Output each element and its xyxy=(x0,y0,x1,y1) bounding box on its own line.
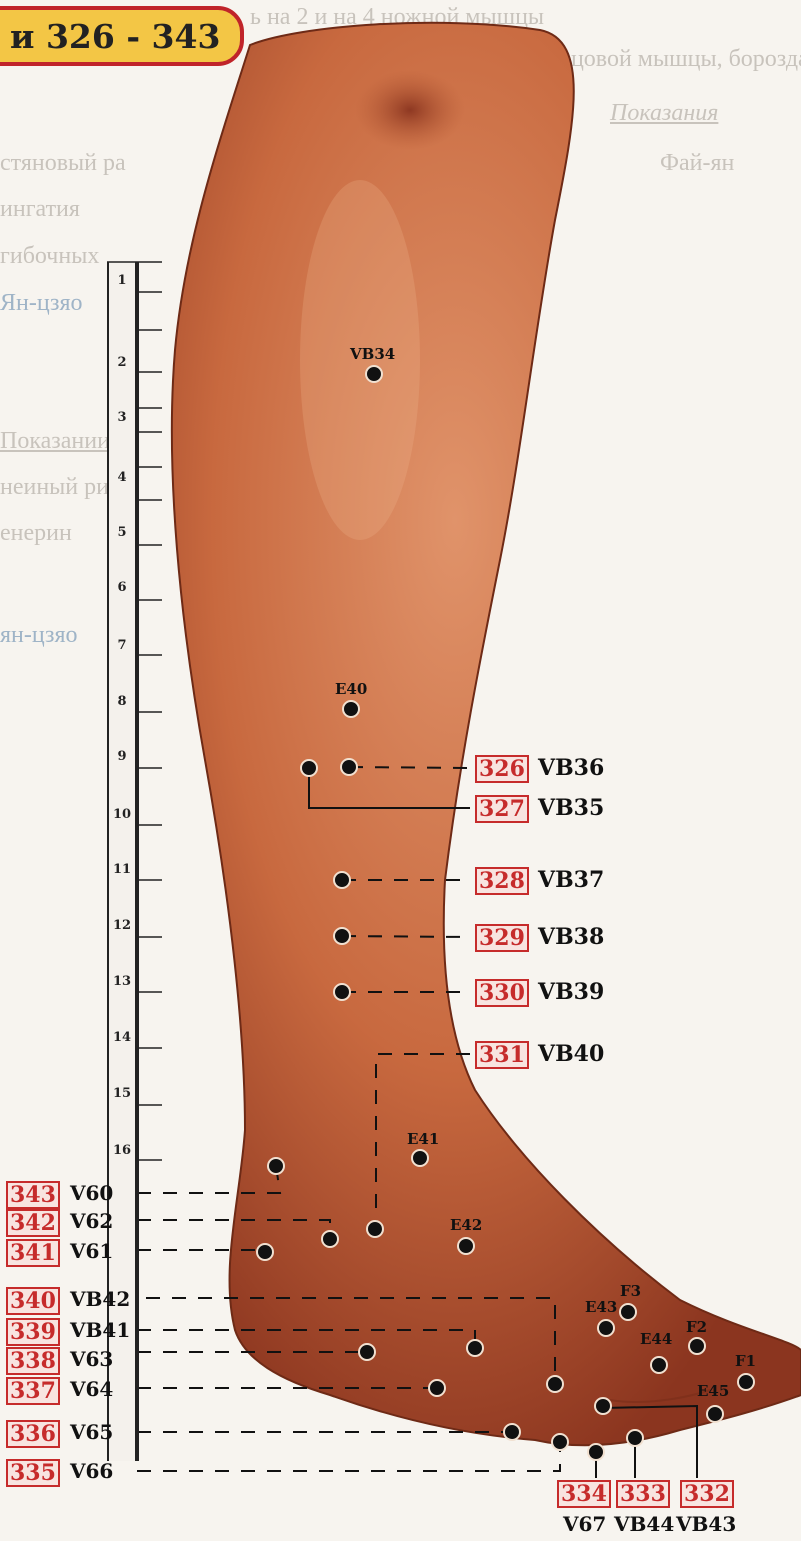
acupoint-dot[interactable] xyxy=(597,1319,615,1337)
point-label: VB34 xyxy=(350,345,395,363)
acupoint-dot[interactable] xyxy=(551,1433,569,1451)
point-code: VB43 xyxy=(676,1510,736,1538)
acupoint-dot[interactable] xyxy=(300,759,318,777)
point-code: VB42 xyxy=(70,1285,130,1313)
point-number-badge: 328 xyxy=(475,867,529,895)
ruler-tick-label: 8 xyxy=(107,694,137,709)
point-code: VB39 xyxy=(538,978,604,1006)
acupoint-dot[interactable] xyxy=(267,1157,285,1175)
acupoint-dot[interactable] xyxy=(340,758,358,776)
acupoint-dot[interactable] xyxy=(650,1356,668,1374)
acupoint-dot[interactable] xyxy=(333,983,351,1001)
point-number-badge: 332 xyxy=(680,1480,734,1508)
ruler-tick-label: 16 xyxy=(107,1143,137,1158)
point-code: VB41 xyxy=(70,1316,130,1344)
acupoint-dot[interactable] xyxy=(428,1379,446,1397)
point-code: V67 xyxy=(563,1510,606,1538)
acupoint-dot[interactable] xyxy=(366,1220,384,1238)
ruler-tick-label: 15 xyxy=(107,1086,137,1101)
ruler-tick-label: 5 xyxy=(107,525,137,540)
point-code: V64 xyxy=(70,1375,113,1403)
ruler-tick-label: 11 xyxy=(107,862,137,877)
acupoint-dot[interactable] xyxy=(503,1423,521,1441)
ruler-tick-label: 1 xyxy=(107,273,137,288)
acupoint-dot[interactable] xyxy=(737,1373,755,1391)
point-number-badge: 333 xyxy=(616,1480,670,1508)
point-label: E44 xyxy=(640,1330,672,1348)
ruler-tick-label: 14 xyxy=(107,1030,137,1045)
knee-shadow xyxy=(355,70,465,150)
point-label: E42 xyxy=(450,1216,482,1234)
point-number-badge: 334 xyxy=(557,1480,611,1508)
point-code: V66 xyxy=(70,1457,113,1485)
point-number-badge: 337 xyxy=(6,1377,60,1405)
point-number-badge: 341 xyxy=(6,1239,60,1267)
point-code: VB37 xyxy=(538,866,604,894)
point-code: V61 xyxy=(70,1237,113,1265)
point-code: VB36 xyxy=(538,754,604,782)
acupoint-dot[interactable] xyxy=(546,1375,564,1393)
ruler-tick-label: 6 xyxy=(107,580,137,595)
ruler-tick-label: 12 xyxy=(107,918,137,933)
point-number-badge: 340 xyxy=(6,1287,60,1315)
point-number-badge: 331 xyxy=(475,1041,529,1069)
point-number-badge: 336 xyxy=(6,1420,60,1448)
ruler-tick-label: 4 xyxy=(107,470,137,485)
ruler-tick-label: 9 xyxy=(107,749,137,764)
acupoint-dot[interactable] xyxy=(411,1149,429,1167)
point-number-badge: 342 xyxy=(6,1209,60,1237)
point-label: F3 xyxy=(620,1282,641,1300)
acupoint-dot[interactable] xyxy=(333,927,351,945)
point-number-badge: 326 xyxy=(475,755,529,783)
point-number-badge: 335 xyxy=(6,1459,60,1487)
point-label: E40 xyxy=(335,680,367,698)
leg-shape xyxy=(172,23,801,1445)
ruler-tick-label: 2 xyxy=(107,355,137,370)
point-number-badge: 329 xyxy=(475,924,529,952)
point-label: F1 xyxy=(735,1352,756,1370)
point-code: V62 xyxy=(70,1207,113,1235)
acupoint-dot[interactable] xyxy=(358,1343,376,1361)
point-code: V63 xyxy=(70,1345,113,1373)
acupoint-dot[interactable] xyxy=(706,1405,724,1423)
point-code: VB40 xyxy=(538,1040,604,1068)
acupoint-dot[interactable] xyxy=(619,1303,637,1321)
acupoint-dot[interactable] xyxy=(256,1243,274,1261)
acupoint-dot[interactable] xyxy=(342,700,360,718)
acupoint-dot[interactable] xyxy=(626,1429,644,1447)
point-label: E43 xyxy=(585,1298,617,1316)
acupoint-dot[interactable] xyxy=(587,1443,605,1461)
point-code: V65 xyxy=(70,1418,113,1446)
point-code: VB38 xyxy=(538,923,604,951)
point-number-badge: 339 xyxy=(6,1318,60,1346)
acupoint-dot[interactable] xyxy=(688,1337,706,1355)
point-number-badge: 343 xyxy=(6,1181,60,1209)
point-label: E41 xyxy=(407,1130,439,1148)
page-range-badge: и 326 - 343 xyxy=(0,6,244,66)
ruler-tick-label: 7 xyxy=(107,638,137,653)
acupoint-dot[interactable] xyxy=(466,1339,484,1357)
point-number-badge: 330 xyxy=(475,979,529,1007)
acupoint-dot[interactable] xyxy=(365,365,383,383)
ruler-tick-label: 13 xyxy=(107,974,137,989)
point-code: VB44 xyxy=(614,1510,674,1538)
acupoint-dot[interactable] xyxy=(321,1230,339,1248)
point-number-badge: 338 xyxy=(6,1347,60,1375)
point-label: E45 xyxy=(697,1382,729,1400)
acupoint-dot[interactable] xyxy=(594,1397,612,1415)
point-label: F2 xyxy=(686,1318,707,1336)
point-code: VB35 xyxy=(538,794,604,822)
point-code: V60 xyxy=(70,1179,113,1207)
acupoint-dot[interactable] xyxy=(333,871,351,889)
ruler-tick-label: 3 xyxy=(107,410,137,425)
point-number-badge: 327 xyxy=(475,795,529,823)
ruler-tick-label: 10 xyxy=(107,807,137,822)
acupoint-dot[interactable] xyxy=(457,1237,475,1255)
